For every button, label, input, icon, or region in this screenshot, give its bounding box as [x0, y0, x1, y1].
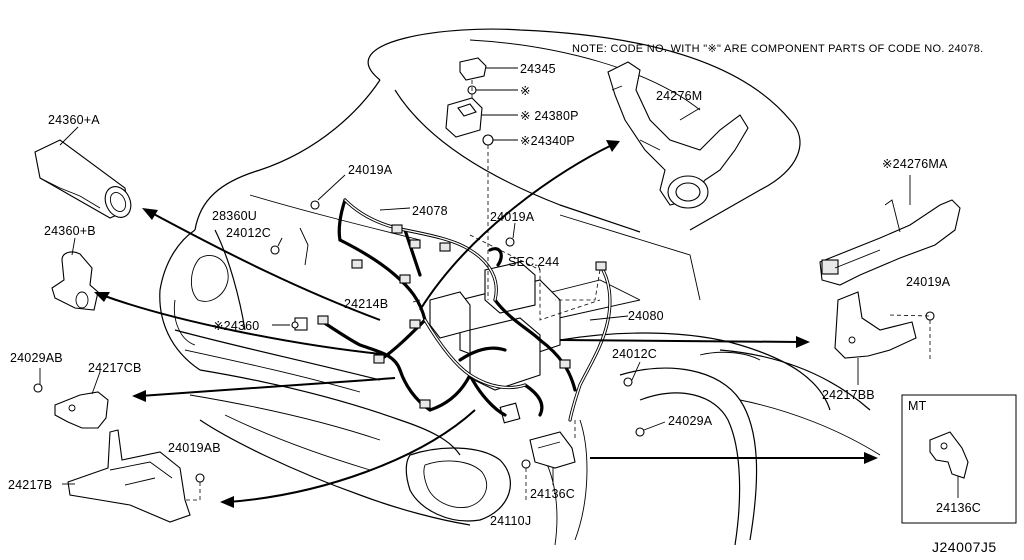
callout-labels: NOTE: CODE NO. WITH "※" ARE COMPONENT PA… [8, 43, 997, 555]
note-text: NOTE: CODE NO. WITH "※" ARE COMPONENT PA… [572, 43, 984, 55]
diagram-code: J24007J5 [932, 539, 997, 555]
wire-harness-24078 [317, 198, 612, 422]
label-24078: 24078 [412, 204, 448, 218]
label-24029A: 24029A [668, 414, 713, 428]
vehicle-body-outline [159, 28, 881, 546]
bracket-24217B [62, 429, 205, 523]
label-24380P: ※ 24380P [520, 109, 579, 123]
label-asterisk: ※ [520, 84, 531, 98]
label-24136C: 24136C [530, 487, 575, 501]
label-24217B: 24217B [8, 478, 52, 492]
label-24276M: 24276M [656, 89, 702, 103]
mt-inset [901, 394, 1017, 524]
label-24012C-right: 24012C [612, 347, 657, 361]
relay-box-parts [445, 57, 518, 300]
protector-24360A [34, 126, 132, 219]
label-24110J: 24110J [490, 514, 531, 528]
label-24012C-left: 24012C [226, 226, 271, 240]
label-24345: 24345 [520, 62, 556, 76]
pointer-arrows [94, 140, 878, 508]
bracket-24217CB [33, 368, 109, 429]
label-24360A: 24360+A [48, 113, 100, 127]
label-24276MA: ※24276MA [882, 157, 948, 171]
inset-title: MT [908, 399, 927, 413]
bracket-24217BB [834, 291, 935, 385]
bracket-24276MA [819, 175, 961, 286]
label-24360: ※24360 [213, 319, 259, 333]
label-24217BB: 24217BB [822, 388, 875, 402]
label-24029AB: 24029AB [10, 351, 63, 365]
label-24340P: ※24340P [520, 134, 575, 148]
engine-components [294, 261, 561, 424]
label-sec244: SEC.244 [508, 255, 559, 269]
label-24019AB: 24019AB [168, 441, 221, 455]
fasteners [270, 174, 666, 437]
label-24019A-center: 24019A [490, 210, 535, 224]
protector-24360B [51, 237, 99, 311]
label-24136C-inset: 24136C [936, 501, 981, 515]
label-28360U: 28360U [212, 209, 257, 223]
label-24080: 24080 [628, 309, 664, 323]
label-24019A-top: 24019A [348, 163, 393, 177]
bracket-24136C [521, 420, 576, 500]
label-24019A-right: 24019A [906, 275, 951, 289]
label-24217CB: 24217CB [88, 361, 142, 375]
label-24360B: 24360+B [44, 224, 96, 238]
label-24214B: 24214B [344, 297, 388, 311]
bracket-24276M [607, 61, 749, 209]
